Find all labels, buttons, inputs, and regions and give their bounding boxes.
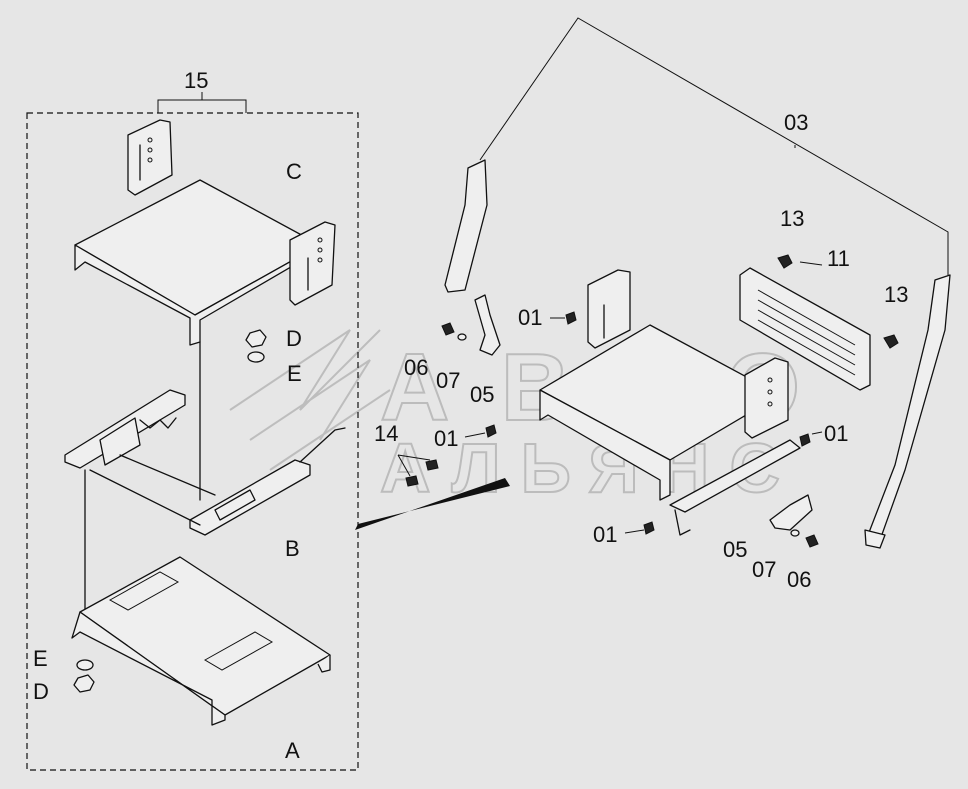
label-06-left: 06 — [404, 355, 428, 380]
nut-icon — [883, 334, 899, 349]
washer-icon — [457, 333, 467, 341]
label-05-right: 05 — [723, 537, 747, 562]
label-11: 11 — [827, 246, 850, 271]
nut-icon — [777, 254, 793, 269]
part-11-grille — [739, 267, 871, 391]
screw-icon — [405, 475, 419, 487]
washer-icon — [76, 659, 94, 671]
label-13-right: 13 — [884, 282, 908, 307]
right-frame — [539, 269, 801, 536]
label-07-left: 07 — [436, 368, 460, 393]
assembly-15-frame — [26, 112, 359, 771]
bolt-icon — [441, 322, 455, 336]
fasteners-right — [397, 254, 899, 548]
label-b: B — [285, 536, 300, 561]
part-03-struts — [444, 17, 951, 549]
washer-icon — [247, 351, 265, 363]
label-a: A — [285, 738, 300, 763]
part-b-rails — [64, 389, 346, 611]
watermark-logo-icon — [229, 329, 391, 471]
part-05-hinges — [474, 294, 813, 531]
label-05-left: 05 — [470, 382, 494, 407]
bolt-icon — [565, 311, 577, 325]
assembly-pointer — [355, 478, 510, 530]
bolt-icon — [799, 433, 811, 447]
label-01-mid: 01 — [434, 426, 458, 451]
label-d-top: D — [286, 326, 302, 351]
assembly-15-bracket — [157, 92, 247, 113]
part-c-frame — [74, 119, 336, 501]
label-e-bottom: E — [33, 646, 48, 671]
label-07-right: 07 — [752, 557, 776, 582]
label-c: C — [286, 159, 302, 184]
label-14: 14 — [374, 421, 398, 446]
label-e-top: E — [287, 361, 302, 386]
label-d-bottom: D — [33, 679, 49, 704]
screw-icon — [425, 459, 439, 471]
label-01-right: 01 — [824, 421, 848, 446]
nut-icon — [73, 674, 95, 693]
nut-icon — [245, 329, 267, 348]
bolt-icon — [643, 521, 655, 535]
part-a-base-plate — [71, 556, 331, 726]
washer-icon — [790, 529, 800, 537]
fasteners-de — [73, 329, 267, 693]
bolt-icon — [485, 424, 497, 438]
leader-lines — [464, 261, 823, 534]
label-06-right: 06 — [787, 567, 811, 592]
label-01-top: 01 — [518, 305, 542, 330]
bolt-icon — [805, 534, 819, 548]
label-15: 15 — [184, 68, 208, 93]
label-13-left: 13 — [780, 206, 804, 231]
label-03: 03 — [784, 110, 808, 135]
label-01-bottom: 01 — [593, 522, 617, 547]
